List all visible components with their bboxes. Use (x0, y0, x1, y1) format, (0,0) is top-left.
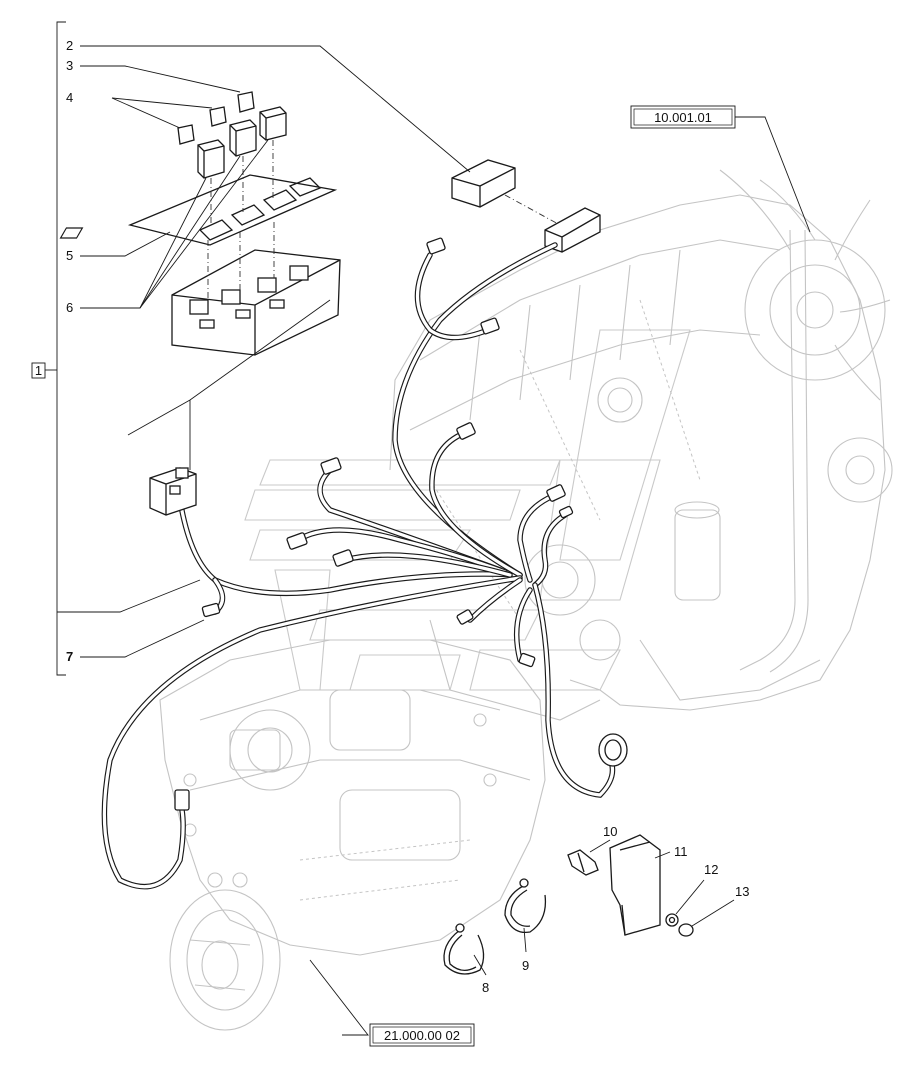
callout-5: 5 (66, 248, 73, 263)
callout-10: 10 (603, 824, 617, 839)
engine-ghost-outline (389, 169, 893, 721)
callout-6: 6 (66, 300, 73, 315)
callout-8: 8 (482, 980, 489, 995)
callout-13: 13 (735, 884, 749, 899)
reference-transmission[interactable]: 21.000.00 02 (369, 1023, 475, 1047)
callout-12: 12 (704, 862, 718, 877)
harness-connector-cover (451, 159, 601, 253)
callout-labels: 2 3 4 5 6 7 8 9 10 11 12 13 (66, 38, 749, 995)
group-label: 1 (35, 363, 42, 378)
reference-engine[interactable]: 10.001.01 (630, 105, 736, 129)
reference-transmission-label: 21.000.00 02 (384, 1028, 460, 1043)
leader-lines (57, 45, 811, 1036)
main-wiring-harness (101, 242, 616, 890)
fuse-relay-box (59, 91, 341, 356)
callout-9: 9 (522, 958, 529, 973)
callout-11: 11 (674, 844, 688, 859)
callout-3: 3 (66, 58, 73, 73)
watermark-logo (244, 329, 691, 691)
group-label-box (31, 362, 46, 379)
harness-plugs (149, 237, 628, 811)
reference-engine-label: 10.001.01 (654, 110, 712, 125)
callout-2: 2 (66, 38, 73, 53)
transmission-ghost-outline (159, 639, 546, 1031)
loose-parts (443, 834, 694, 975)
callout-7: 7 (66, 649, 73, 664)
group-bracket: 1 (31, 21, 66, 676)
callout-4: 4 (66, 90, 73, 105)
